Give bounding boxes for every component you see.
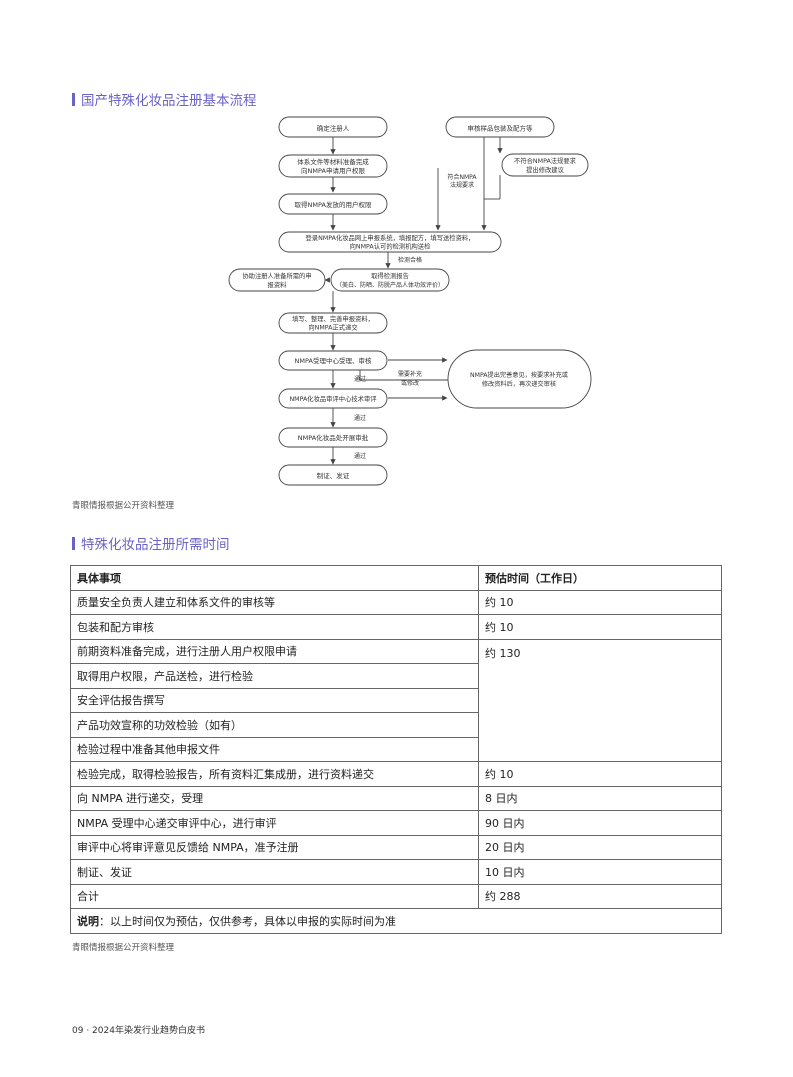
cell-item: 审评中心将审评意见反馈给 NMPA，准予注册: [70, 834, 479, 860]
cell-time: 20 日内: [478, 834, 722, 860]
cell-time: 8 日内: [478, 785, 722, 811]
cell-item: 产品功效宣称的功效检验（如有）: [70, 712, 479, 738]
svg-text:向NMPA正式递交: 向NMPA正式递交: [308, 323, 358, 332]
table-row: 检验过程中准备其他申报文件: [70, 736, 722, 762]
cell-item: 检验过程中准备其他申报文件: [70, 736, 479, 762]
svg-text:向NMPA申请用户权限: 向NMPA申请用户权限: [301, 166, 365, 175]
cell-item: 质量安全负责人建立和体系文件的审核等: [70, 589, 479, 615]
table-row: 制证、发证 10 日内: [70, 859, 722, 885]
node-noncompliance: 不符合NMPA法规要求 提出修改建议: [501, 153, 589, 177]
svg-text:不符合NMPA法规要求: 不符合NMPA法规要求: [514, 156, 577, 165]
table-row: 前期资料准备完成，进行注册人用户权限申请 约 130: [70, 638, 722, 762]
time-table: 具体事项 预估时间（工作日） 质量安全负责人建立和体系文件的审核等 约 10 包…: [70, 565, 722, 934]
table-row: 检验完成，取得检验报告，所有资料汇集成册，进行资料递交 约 10: [70, 761, 722, 787]
cell-time-merged: 约 130: [478, 638, 722, 762]
cell-item: NMPA 受理中心递交审评中心，进行审评: [70, 810, 479, 836]
table-row: 包装和配方审核 约 10: [70, 614, 722, 640]
svg-text:填写、整理、完善申报资料，: 填写、整理、完善申报资料，: [292, 314, 374, 323]
cell-item: 制证、发证: [70, 859, 479, 885]
section-title-text: 特殊化妆品注册所需时间: [81, 537, 230, 553]
svg-text:提出修改建议: 提出修改建议: [526, 165, 564, 174]
node-acceptance-review: NMPA受理中心受理、审核: [278, 350, 388, 371]
svg-text:体系文件等材料准备完成: 体系文件等材料准备完成: [297, 157, 369, 166]
node-approval: NMPA化妆品处开展审批: [278, 427, 388, 448]
table-note-row: 说明：以上时间仅为预估，仅供参考，具体以申报的实际时间为准: [70, 908, 722, 934]
svg-text:制证、发证: 制证、发证: [317, 471, 350, 480]
svg-text:确定注册人: 确定注册人: [317, 124, 350, 133]
node-get-user-rights: 取得NMPA发放的用户权限: [278, 193, 388, 215]
header-item: 具体事项: [70, 565, 479, 591]
title-bar: [72, 536, 75, 550]
cell-item: 合计: [70, 883, 479, 909]
svg-text:取得NMPA发放的用户权限: 取得NMPA发放的用户权限: [295, 200, 372, 209]
label-need-b: 或修改: [401, 379, 419, 387]
cell-item: 取得用户权限，产品送检，进行检验: [70, 663, 479, 689]
cell-item: 安全评估报告撰写: [70, 687, 479, 713]
page-footer: 09 · 2024年染发行业趋势白皮书: [72, 1026, 205, 1036]
label-pass-2: 通过: [354, 414, 366, 422]
svg-text:NMPA化妆品审评中心技术审评: NMPA化妆品审评中心技术审评: [289, 394, 377, 403]
node-online-submission: 登录NMPA化妆品网上申报系统，填报配方，填写送检资料， 向NMPA认可的检测机…: [278, 231, 502, 253]
table-row: 安全评估报告撰写: [70, 687, 722, 713]
cell-time: 约 10: [478, 589, 722, 615]
svg-text:NMPA受理中心受理、审核: NMPA受理中心受理、审核: [295, 356, 372, 365]
source-note-table: 青眼情报根据公开资料整理: [72, 943, 175, 953]
node-formal-submission: 填写、整理、完善申报资料， 向NMPA正式递交: [278, 312, 388, 334]
registration-flowchart: 确定注册人 体系文件等材料准备完成 向NMPA申请用户权限 取得NMPA发放的用…: [228, 116, 592, 486]
node-technical-review: NMPA化妆品审评中心技术审评: [278, 388, 388, 409]
svg-text:（美白、防晒、防脱产品人体功效评价）: （美白、防晒、防脱产品人体功效评价）: [336, 281, 444, 289]
svg-text:报资料: 报资料: [268, 280, 288, 289]
cell-item: 向 NMPA 进行递交，受理: [70, 785, 479, 811]
cell-time: 约 10: [478, 614, 722, 640]
section-title-text: 国产特殊化妆品注册基本流程: [81, 93, 257, 109]
table-row: 向 NMPA 进行递交，受理 8 日内: [70, 785, 722, 811]
label-compliant-a: 符合NMPA: [447, 173, 477, 181]
label-test-pass: 检测合格: [398, 256, 422, 264]
section-title-time: 特殊化妆品注册所需时间: [72, 533, 230, 553]
svg-text:NMPA化妆品处开展审批: NMPA化妆品处开展审批: [298, 433, 369, 442]
cell-item: 检验完成，取得检验报告，所有资料汇集成册，进行资料递交: [70, 761, 479, 787]
node-issue-certificate: 制证、发证: [278, 464, 388, 486]
section-title-flow: 国产特殊化妆品注册基本流程: [72, 89, 257, 109]
svg-text:NMPA提出完善意见，按要求补充或: NMPA提出完善意见，按要求补充或: [470, 371, 568, 379]
svg-text:协助注册人准备所需的申: 协助注册人准备所需的申: [242, 271, 311, 280]
cell-item: 包装和配方审核: [70, 614, 479, 640]
table-row: 合计 约 288: [70, 883, 722, 909]
flow-edge-labels: 符合NMPA 法规要求 检测合格 通过 通过 通过 需要补充 或修改: [354, 173, 477, 460]
source-note-flow: 青眼情报根据公开资料整理: [72, 501, 175, 511]
node-confirm-registrant: 确定注册人: [278, 116, 388, 138]
svg-text:取得检测报告: 取得检测报告: [371, 271, 409, 280]
cell-time: 约 288: [478, 883, 722, 909]
cell-item: 前期资料准备完成，进行注册人用户权限申请: [70, 638, 479, 664]
header-time: 预估时间（工作日）: [478, 565, 722, 591]
svg-text:审核样品包装及配方等: 审核样品包装及配方等: [468, 124, 534, 133]
table-row: 审评中心将审评意见反馈给 NMPA，准予注册 20 日内: [70, 834, 722, 860]
cell-time: 90 日内: [478, 810, 722, 836]
table-note: 说明：以上时间仅为预估，仅供参考，具体以申报的实际时间为准: [70, 908, 722, 934]
label-pass-1: 通过: [354, 375, 366, 383]
table-row: 取得用户权限，产品送检，进行检验: [70, 663, 722, 689]
label-pass-3: 通过: [354, 452, 366, 460]
svg-text:修改资料后，再次递交审核: 修改资料后，再次递交审核: [482, 380, 556, 388]
node-nmpa-feedback: NMPA提出完善意见，按要求补充或 修改资料后，再次递交审核: [447, 349, 592, 409]
cell-time: 约 10: [478, 761, 722, 787]
svg-text:登录NMPA化妆品网上申报系统，填报配方，填写送检资料，: 登录NMPA化妆品网上申报系统，填报配方，填写送检资料，: [306, 233, 475, 242]
note-label: 说明: [77, 914, 99, 928]
table-row: NMPA 受理中心递交审评中心，进行审评 90 日内: [70, 810, 722, 836]
node-test-report: 取得检测报告 （美白、防晒、防脱产品人体功效评价）: [330, 268, 450, 292]
flow-connectors: [324, 137, 503, 465]
label-compliant-b: 法规要求: [450, 181, 474, 189]
note-text: ：以上时间仅为预估，仅供参考，具体以申报的实际时间为准: [99, 914, 396, 928]
node-apply-user-rights: 体系文件等材料准备完成 向NMPA申请用户权限: [278, 154, 388, 178]
label-need-a: 需要补充: [398, 370, 422, 378]
svg-text:向NMPA认可的检测机构送检: 向NMPA认可的检测机构送检: [350, 242, 432, 251]
node-assist-materials: 协助注册人准备所需的申 报资料: [228, 268, 326, 292]
table-row: 质量安全负责人建立和体系文件的审核等 约 10: [70, 589, 722, 615]
title-bar: [72, 92, 75, 106]
node-review-packaging: 审核样品包装及配方等: [445, 116, 555, 138]
cell-time: 10 日内: [478, 859, 722, 885]
table-header-row: 具体事项 预估时间（工作日）: [70, 565, 722, 591]
